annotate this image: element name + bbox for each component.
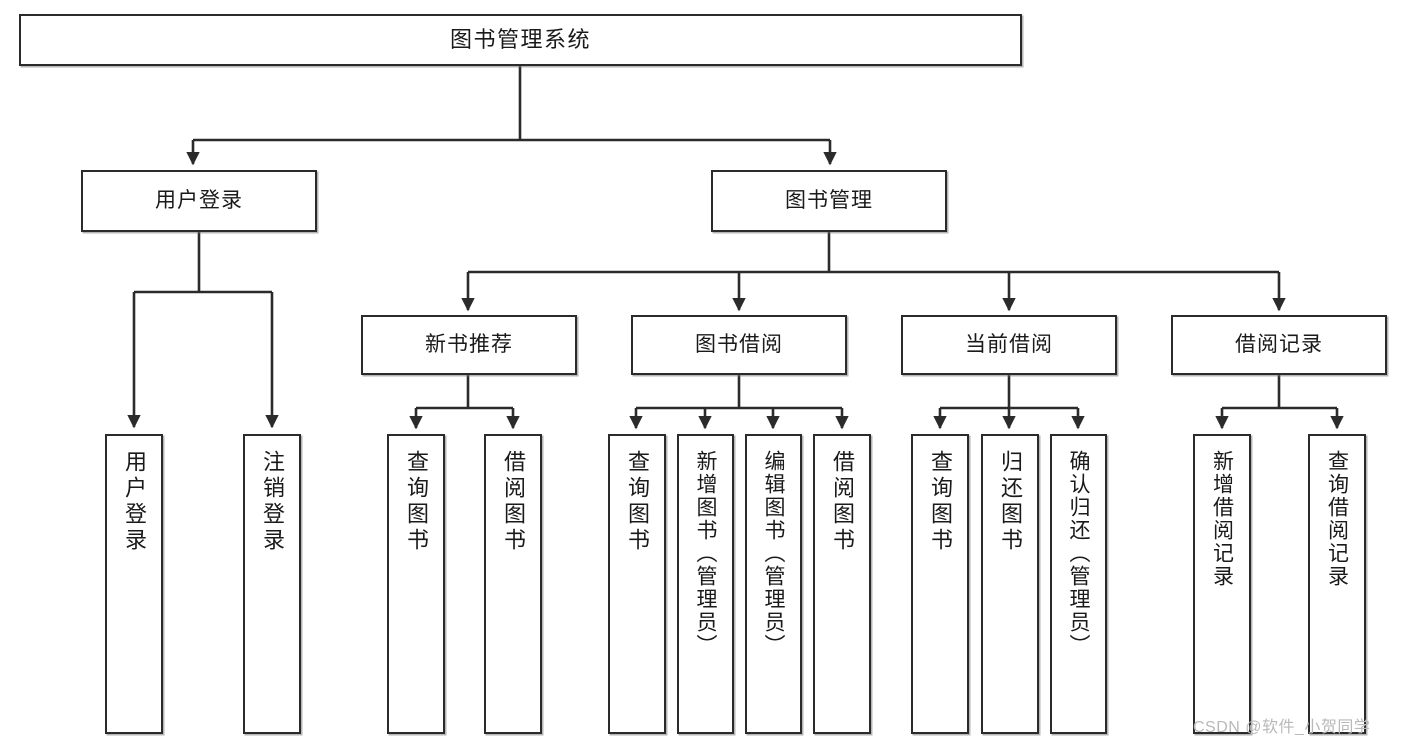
leaf-edit-book-label: 编辑图书（管理员）: [762, 450, 785, 657]
leaf-borrow-book-1[interactable]: 借阅图书: [484, 434, 542, 734]
node-book-borrow-label: 图书借阅: [695, 332, 783, 356]
leaf-logout[interactable]: 注销登录: [243, 434, 301, 734]
leaf-query-borrow-record-label: 查询借阅记录: [1325, 450, 1349, 588]
leaf-add-borrow-record[interactable]: 新增借阅记录: [1193, 434, 1251, 734]
node-book-borrow[interactable]: 图书借阅: [631, 315, 847, 375]
leaf-add-book-label: 新增图书（管理员）: [694, 450, 717, 657]
leaf-query-borrow-record[interactable]: 查询借阅记录: [1308, 434, 1366, 734]
node-book-manage[interactable]: 图书管理: [711, 170, 947, 232]
node-book-manage-label: 图书管理: [785, 188, 873, 212]
node-root[interactable]: 图书管理系统: [19, 14, 1022, 66]
leaf-logout-label: 注销登录: [260, 450, 285, 554]
node-root-label: 图书管理系统: [449, 27, 591, 53]
leaf-confirm-return[interactable]: 确认归还（管理员）: [1050, 434, 1107, 734]
leaf-query-book-2[interactable]: 查询图书: [608, 434, 666, 734]
leaf-query-book-3[interactable]: 查询图书: [911, 434, 969, 734]
leaf-user-login[interactable]: 用户登录: [105, 434, 163, 734]
leaf-confirm-return-label: 确认归还（管理员）: [1067, 450, 1090, 657]
leaf-borrow-book-2-label: 借阅图书: [830, 450, 855, 554]
leaf-user-login-label: 用户登录: [122, 450, 147, 554]
node-new-book-recommend-label: 新书推荐: [425, 332, 513, 356]
leaf-query-book-1[interactable]: 查询图书: [387, 434, 445, 734]
leaf-query-book-1-label: 查询图书: [404, 450, 429, 554]
leaf-query-book-2-label: 查询图书: [625, 450, 650, 554]
node-user-login-label: 用户登录: [155, 188, 243, 212]
node-borrow-record-label: 借阅记录: [1235, 332, 1323, 356]
leaf-add-borrow-record-label: 新增借阅记录: [1210, 450, 1234, 588]
node-current-borrow[interactable]: 当前借阅: [901, 315, 1117, 375]
leaf-return-book[interactable]: 归还图书: [981, 434, 1039, 734]
node-new-book-recommend[interactable]: 新书推荐: [361, 315, 577, 375]
node-current-borrow-label: 当前借阅: [965, 332, 1053, 356]
leaf-query-book-3-label: 查询图书: [928, 450, 953, 554]
leaf-edit-book[interactable]: 编辑图书（管理员）: [745, 434, 802, 734]
node-borrow-record[interactable]: 借阅记录: [1171, 315, 1387, 375]
leaf-add-book[interactable]: 新增图书（管理员）: [677, 434, 734, 734]
leaf-borrow-book-2[interactable]: 借阅图书: [813, 434, 871, 734]
node-user-login[interactable]: 用户登录: [81, 170, 317, 232]
watermark-text: CSDN @软件_小贺同学: [1193, 719, 1371, 736]
leaf-return-book-label: 归还图书: [998, 450, 1023, 554]
leaf-borrow-book-1-label: 借阅图书: [501, 450, 526, 554]
